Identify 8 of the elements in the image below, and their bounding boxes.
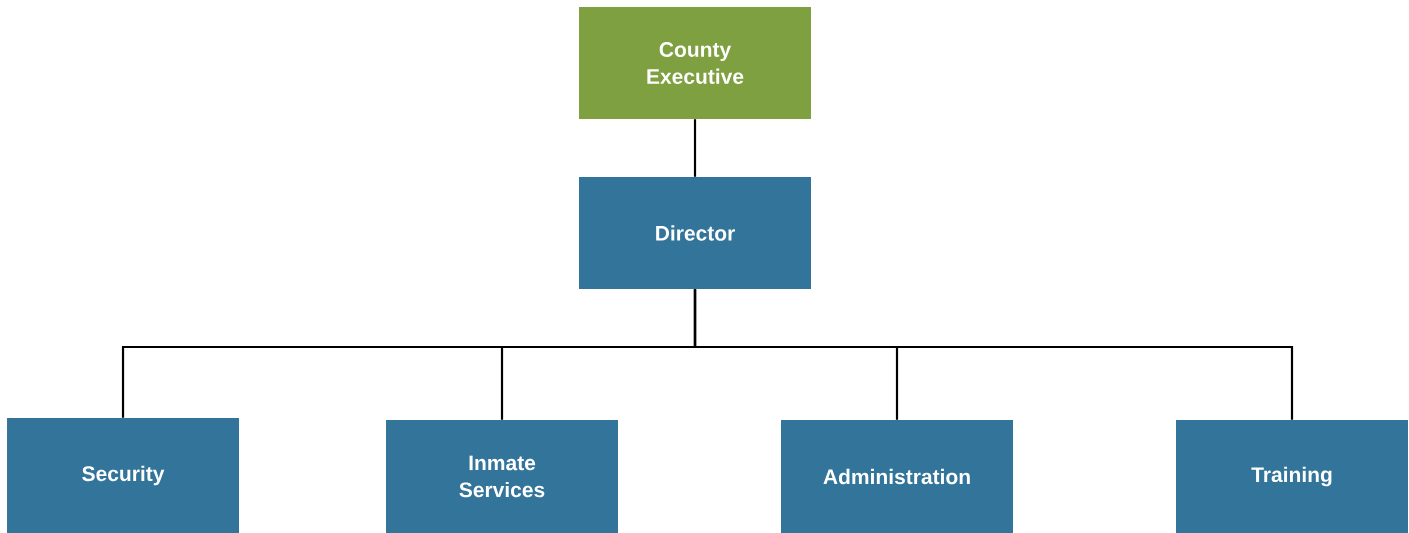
connector-line [693,119,697,177]
org-box: Security [7,418,239,533]
org-box: Inmate Services [386,420,618,533]
org-box: Director [579,177,811,289]
org-box: Administration [781,420,1013,533]
connector-line [693,289,1294,420]
org-box: Training [1176,420,1408,533]
org-box: County Executive [579,7,811,119]
